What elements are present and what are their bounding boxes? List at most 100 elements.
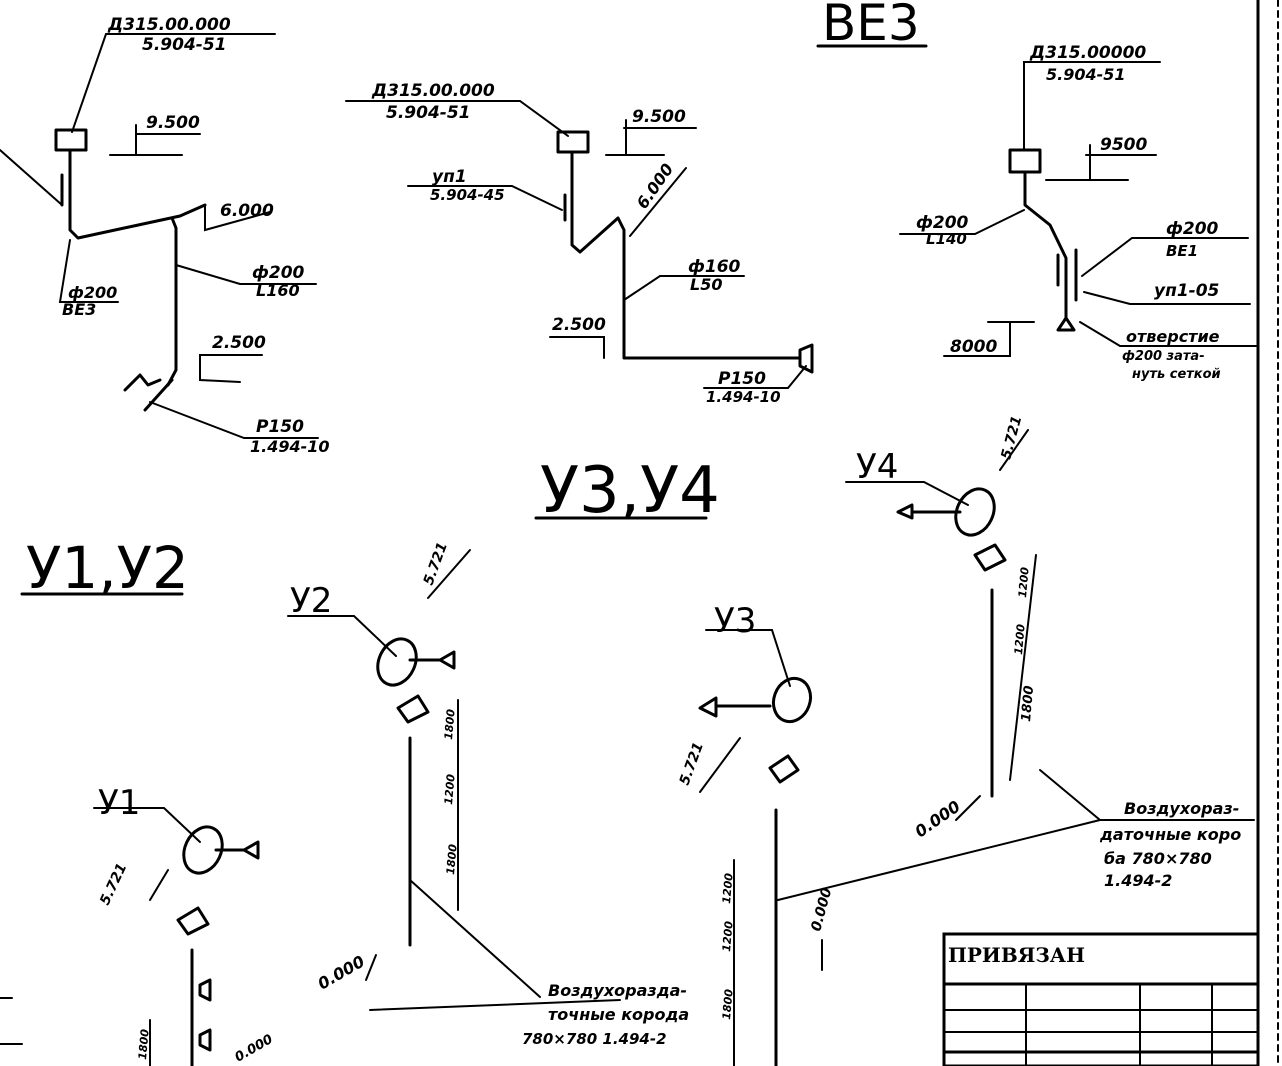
u2-leader (287, 615, 397, 657)
u2-level-line (427, 549, 471, 599)
u3-note-leader-2 (1039, 769, 1101, 821)
u3-dim-2: 1200 (720, 920, 736, 952)
left-pipe-a-leader (58, 239, 119, 303)
mid-valve-leader (703, 365, 807, 389)
u4-dim-3: 1800 (1019, 685, 1037, 722)
mid-level-low: 2.500 (552, 315, 606, 335)
u3-zero: 0.000 (808, 886, 835, 933)
right-note-3: нуть сеткой (1132, 367, 1221, 382)
left-level-mid-line (204, 204, 271, 232)
mid-ref-std: 5.904-51 (386, 103, 471, 123)
u2-zero-line (365, 954, 377, 981)
u1-diffuser (176, 906, 210, 936)
u3-note-4: 1.494-2 (1104, 871, 1172, 890)
u4-label: У4 (856, 447, 898, 487)
right-grille (1056, 316, 1076, 332)
mid-level-top: 9.500 (632, 107, 686, 127)
u4-leader (845, 481, 969, 506)
mid-level-mid-line (629, 167, 687, 237)
title-u3u4-text: У3,У4 (540, 454, 720, 528)
u2-cap (376, 637, 418, 687)
u4-diffuser (973, 543, 1007, 572)
left-valve-stem (143, 378, 174, 412)
title-u3u4: У3,У4 (534, 454, 720, 528)
title-block-frame (942, 932, 1260, 1066)
u2-note-1: Воздухоразда- (548, 981, 687, 1000)
left-ref-std: 5.904-51 (142, 35, 227, 55)
title-ve3-text: ВЕ3 (822, 0, 920, 52)
left-edge-leader (0, 149, 63, 206)
left-pipe-b-2: L160 (256, 281, 300, 300)
u1-scheme: У1 5.721 1800 0.000 (0, 783, 276, 1066)
right-level-low: 8000 (950, 337, 997, 357)
u4-dim-1: 1200 (1016, 566, 1032, 598)
u2-level: 5.721 (421, 540, 451, 587)
left-ref-leader (71, 33, 276, 133)
u3-leader (705, 629, 791, 687)
u1-level: 5.721 (97, 861, 130, 908)
u4-cap (954, 487, 996, 537)
right-note-leader (1079, 321, 1257, 347)
left-level-top: 9.500 (146, 113, 200, 133)
u3-dim-3: 1800 (720, 988, 736, 1020)
right-level-low-line (943, 321, 1011, 357)
mid-end-valve (798, 343, 814, 374)
u3-note-2: даточные коро (1099, 825, 1241, 844)
u3-note-1: Воздухораз- (1124, 799, 1239, 818)
u4-scheme: У4 5.721 1200 1200 1800 0.000 (845, 414, 1037, 841)
u3-label: У3 (714, 601, 756, 641)
u1-leader (93, 807, 201, 843)
u4-level-line (999, 429, 1029, 471)
right-riser-scheme: Д315.00000 5.904-51 9500 ф200 L140 ф200 … (899, 43, 1257, 382)
title-ve3: ВЕ3 (816, 0, 928, 52)
left-deflector (54, 128, 88, 152)
u1-grille-1 (198, 978, 212, 1002)
right-note-1: отверстие (1126, 327, 1220, 346)
left-ref-code: Д315.00.000 (107, 15, 231, 35)
left-pipe-a-1: ф200 (68, 283, 117, 302)
left-pipe-b-leader (175, 264, 317, 285)
u4-dim-2: 1200 (1012, 623, 1028, 655)
u2-dim-3: 1800 (444, 843, 460, 875)
mid-pipe (570, 150, 802, 360)
u2-diffuser (396, 694, 430, 724)
u1-cap (182, 825, 224, 875)
left-level-low: 2.500 (212, 333, 266, 353)
mid-valve-code: Р150 (718, 369, 766, 389)
title-u1u2-text: У1,У2 (26, 534, 189, 602)
u1-arrow-right (242, 840, 260, 860)
title-block-label: ПРИВЯЗАН (948, 943, 1085, 967)
right-deflector (1008, 148, 1042, 174)
right-left-pipe-1: ф200 (916, 213, 969, 233)
u2-dim-1: 1800 (442, 708, 458, 740)
left-valve (123, 373, 162, 392)
mid-deflector (556, 130, 590, 154)
left-level-low-line (199, 354, 263, 383)
u3-arrow-left (698, 696, 718, 718)
u2-note-2: точные корода (548, 1005, 689, 1024)
title-u1u2: У1,У2 (20, 534, 189, 602)
left-riser-scheme: Д315.00.000 5.904-51 9.500 6.000 ф200 L1… (0, 15, 330, 456)
right-level-top: 9500 (1100, 135, 1147, 155)
right-ref-leader (1023, 61, 1161, 151)
right-left-pipe-2: L140 (926, 230, 967, 248)
left-pipe-a-2: ВЕ3 (62, 300, 96, 319)
mid-pipe-1: ф160 (688, 257, 741, 277)
mid-pipe-2: L50 (690, 275, 722, 294)
u3-level-line (699, 737, 741, 793)
mid-ref-code: Д315.00.000 (371, 81, 495, 101)
left-level-mid: 6.000 (220, 201, 274, 221)
u3-scheme: У3 5.721 1200 1200 1800 0.000 Воздухораз… (677, 601, 1255, 1066)
right-ref-code: Д315.00000 (1029, 43, 1146, 63)
right-right-pipe-1: ф200 (1166, 219, 1219, 239)
u2-zero: 0.000 (315, 952, 368, 994)
left-pipe-top (68, 148, 207, 240)
right-unit: уп1-05 (1154, 281, 1219, 301)
left-valve-leader (149, 401, 319, 439)
right-right-pipe-leader (1081, 237, 1249, 277)
mid-ref-leader (345, 100, 569, 137)
u3-level: 5.721 (677, 740, 707, 787)
left-pipe-b-1: ф200 (252, 263, 305, 283)
